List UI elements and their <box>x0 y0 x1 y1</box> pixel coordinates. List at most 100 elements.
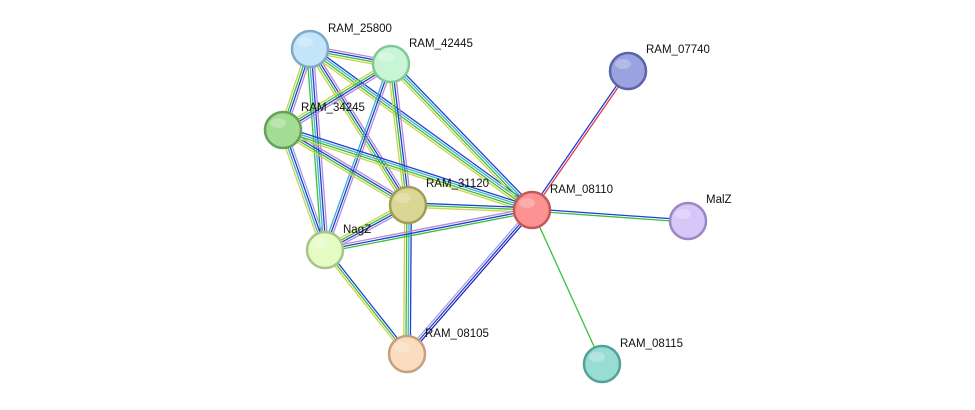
edge-line-yellow <box>307 51 531 214</box>
edge-line-yellow <box>306 50 406 208</box>
node-label: RAM_34245 <box>301 102 365 114</box>
edge-line-lavender <box>404 208 531 353</box>
edge-line-purple <box>324 207 532 249</box>
edge-line-blue <box>311 45 535 208</box>
edge-RAM_42445-RAM_34245[interactable] <box>280 60 394 134</box>
node-highlight <box>519 198 535 208</box>
node-highlight <box>378 52 394 62</box>
edge-line-yellow <box>280 132 407 209</box>
node-label: RAM_07740 <box>646 44 710 56</box>
edge-line-yellow <box>281 132 532 214</box>
edge-line-blue <box>283 64 392 132</box>
node-label: RAM_08105 <box>425 328 489 340</box>
edge-line-green <box>282 130 408 207</box>
node-label: RAM_31120 <box>426 178 489 190</box>
edge-RAM_08110-RAM_07740[interactable] <box>530 70 630 211</box>
node-RAM_07740[interactable]: RAM_07740 <box>608 44 710 91</box>
edge-RAM_25800-RAM_08110[interactable] <box>307 45 535 214</box>
node-label: NagZ <box>343 224 371 236</box>
edge-line-blue <box>310 48 410 205</box>
edge-line-blue <box>408 202 533 209</box>
node-circle[interactable] <box>608 51 648 91</box>
node-NagZ[interactable]: NagZ <box>305 224 371 270</box>
node-MalZ[interactable]: MalZ <box>668 194 732 241</box>
edge-line-blue <box>392 61 535 209</box>
edge-line-teal <box>391 62 534 210</box>
edge-NagZ-RAM_08110[interactable] <box>324 207 533 253</box>
edge-line-darkblue <box>408 211 535 356</box>
edge-RAM_42445-RAM_31120[interactable] <box>387 63 412 206</box>
node-highlight <box>615 59 631 69</box>
edge-line-yellow <box>279 130 323 252</box>
node-RAM_34245[interactable]: RAM_34245 <box>263 102 365 150</box>
node-circle[interactable] <box>263 110 303 150</box>
edge-RAM_08105-RAM_08110[interactable] <box>404 208 535 356</box>
node-highlight <box>394 342 410 352</box>
edge-line-blue <box>406 209 533 355</box>
edge-line-green <box>389 64 408 206</box>
edge-line-green <box>407 204 533 211</box>
edge-line-blue <box>326 248 410 354</box>
edge-line-yellow <box>388 65 531 213</box>
edge-RAM_42445-RAM_08110[interactable] <box>388 61 535 213</box>
edge-line-red <box>532 71 630 211</box>
edge-line-purple <box>393 63 412 205</box>
node-circle[interactable] <box>668 201 708 241</box>
edge-line-purple <box>284 66 394 134</box>
edge-line-blue <box>532 208 689 221</box>
edge-line-green <box>531 209 603 365</box>
node-circle[interactable] <box>305 230 345 270</box>
edge-RAM_34245-NagZ[interactable] <box>279 128 329 252</box>
node-circle[interactable] <box>512 190 552 230</box>
node-label: RAM_42445 <box>409 38 473 50</box>
node-highlight <box>270 118 286 128</box>
node-label: RAM_25800 <box>328 23 392 35</box>
edge-line-lavender <box>285 128 329 250</box>
edge-line-blue <box>324 209 533 251</box>
node-highlight <box>675 209 691 219</box>
edge-line-blue <box>283 126 534 208</box>
edge-line-green <box>531 210 688 223</box>
node-RAM_08110[interactable]: RAM_08110 <box>512 184 613 230</box>
edge-RAM_34245-RAM_08110[interactable] <box>281 126 534 214</box>
node-layer: RAM_25800RAM_42445RAM_34245RAM_31120NagZ… <box>263 23 732 384</box>
node-label: RAM_08110 <box>550 184 613 196</box>
edge-RAM_08110-RAM_08115[interactable] <box>531 209 603 365</box>
edge-NagZ-RAM_08105[interactable] <box>322 248 410 356</box>
node-circle[interactable] <box>387 334 427 374</box>
node-highlight <box>395 193 411 203</box>
edge-line-blue <box>530 70 628 210</box>
edge-line-green <box>308 49 408 206</box>
edge-line-yellow <box>403 204 406 354</box>
edge-line-green <box>308 49 532 212</box>
edge-RAM_34245-RAM_31120[interactable] <box>280 126 411 209</box>
node-circle[interactable] <box>371 44 411 84</box>
edge-line-blue <box>409 205 412 355</box>
edge-line-green <box>325 211 533 253</box>
edge-line-yellow <box>280 60 390 128</box>
edge-line-teal <box>310 47 534 210</box>
edge-line-green <box>282 62 391 130</box>
node-circle[interactable] <box>582 344 622 384</box>
node-RAM_08115[interactable]: RAM_08115 <box>582 338 683 384</box>
edge-RAM_31120-RAM_08105[interactable] <box>403 204 412 355</box>
node-highlight <box>589 352 605 362</box>
edge-line-purple <box>312 46 412 204</box>
edge-line-teal <box>283 128 533 210</box>
node-circle[interactable] <box>388 185 428 225</box>
edge-line-teal <box>308 49 325 251</box>
node-RAM_25800[interactable]: RAM_25800 <box>290 23 392 69</box>
node-circle[interactable] <box>290 29 330 69</box>
edge-RAM_25800-RAM_31120[interactable] <box>306 46 412 208</box>
edge-line-green <box>282 130 532 212</box>
edge-line-green <box>324 249 408 355</box>
node-RAM_42445[interactable]: RAM_42445 <box>371 38 473 84</box>
node-RAM_31120[interactable]: RAM_31120 <box>388 178 489 225</box>
node-RAM_08105[interactable]: RAM_08105 <box>387 328 489 374</box>
edge-RAM_08110-MalZ[interactable] <box>531 208 689 223</box>
node-label: RAM_08115 <box>620 338 683 350</box>
node-highlight <box>297 37 313 47</box>
edge-line-teal <box>407 205 410 355</box>
edge-layer <box>279 45 689 365</box>
